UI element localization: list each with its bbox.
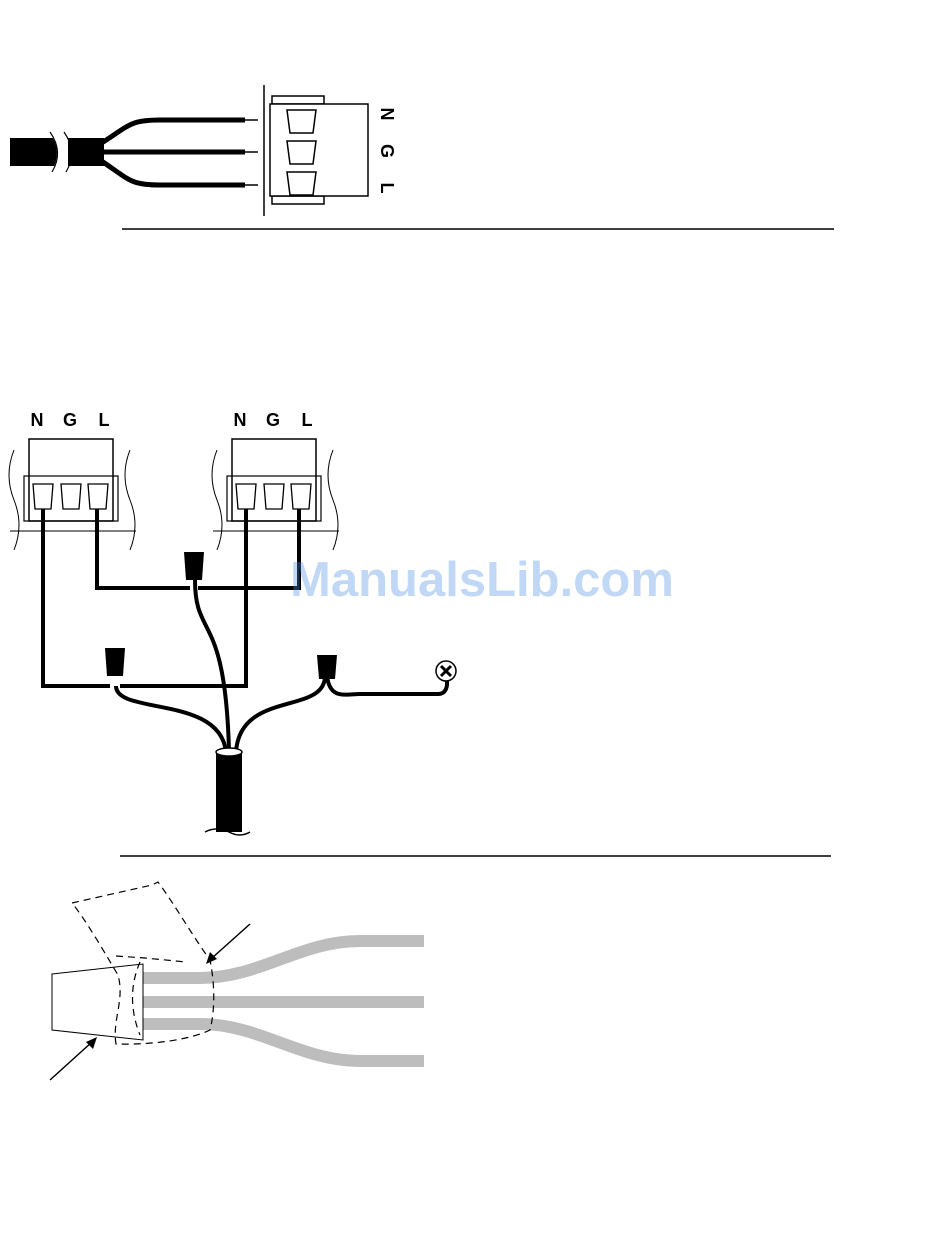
left-label-n: N — [31, 410, 44, 430]
terminal-slot-l — [287, 172, 316, 195]
wire-l — [100, 160, 245, 185]
wire-n — [100, 120, 245, 144]
right-label-g: G — [266, 410, 280, 430]
arrow-lower-head — [86, 1037, 97, 1049]
right-slot-g — [264, 484, 284, 509]
wire-nut-l — [184, 552, 204, 580]
right-panel-wave-left — [212, 450, 222, 550]
supply-cable-jacket — [216, 752, 242, 832]
terminal-label-n: N — [377, 108, 397, 121]
gray-wire-top — [140, 941, 424, 978]
wire-nut-outline — [52, 964, 143, 1040]
arrow-upper-line — [212, 924, 250, 958]
right-panel-wave-right — [328, 450, 338, 550]
figure-two-unit-wiring: N G L N G L — [9, 410, 456, 835]
cable-jacket-end — [68, 138, 104, 166]
supply-cable-end — [216, 748, 242, 756]
arrow-upper-head — [206, 952, 217, 964]
figure-wire-nut-detail — [50, 882, 424, 1080]
left-slot-n — [33, 484, 53, 509]
terminal-slot-g — [287, 141, 316, 164]
supply-wire-g — [236, 676, 325, 752]
wire-left-n — [43, 509, 110, 686]
left-label-l: L — [99, 410, 110, 430]
right-label-n: N — [234, 410, 247, 430]
right-slot-l — [291, 484, 311, 509]
left-label-g: G — [63, 410, 77, 430]
wire-right-n — [120, 509, 246, 686]
terminal-slot-n — [287, 110, 316, 133]
cable-jacket — [10, 138, 58, 166]
left-slot-g — [61, 484, 81, 509]
wire-nut-g — [317, 655, 337, 679]
right-label-l: L — [302, 410, 313, 430]
gray-wire-bottom — [140, 1024, 424, 1061]
left-panel-wave-left — [9, 450, 19, 550]
terminal-block-tab-bottom — [272, 196, 324, 204]
terminal-block-tab-top — [272, 96, 324, 104]
ground-wire — [327, 676, 447, 695]
wire-nut-n — [105, 648, 125, 676]
left-slot-l — [88, 484, 108, 509]
figure-cable-terminal: N G L — [10, 85, 397, 216]
supply-wire-n — [116, 686, 226, 752]
terminal-block — [270, 104, 368, 196]
terminal-label-l: L — [377, 183, 397, 194]
watermark-text: ManualsLib.com — [290, 553, 674, 607]
right-slot-n — [236, 484, 256, 509]
terminal-label-g: G — [377, 144, 397, 158]
left-panel-wave-right — [125, 450, 135, 550]
arrow-lower-line — [50, 1042, 92, 1080]
